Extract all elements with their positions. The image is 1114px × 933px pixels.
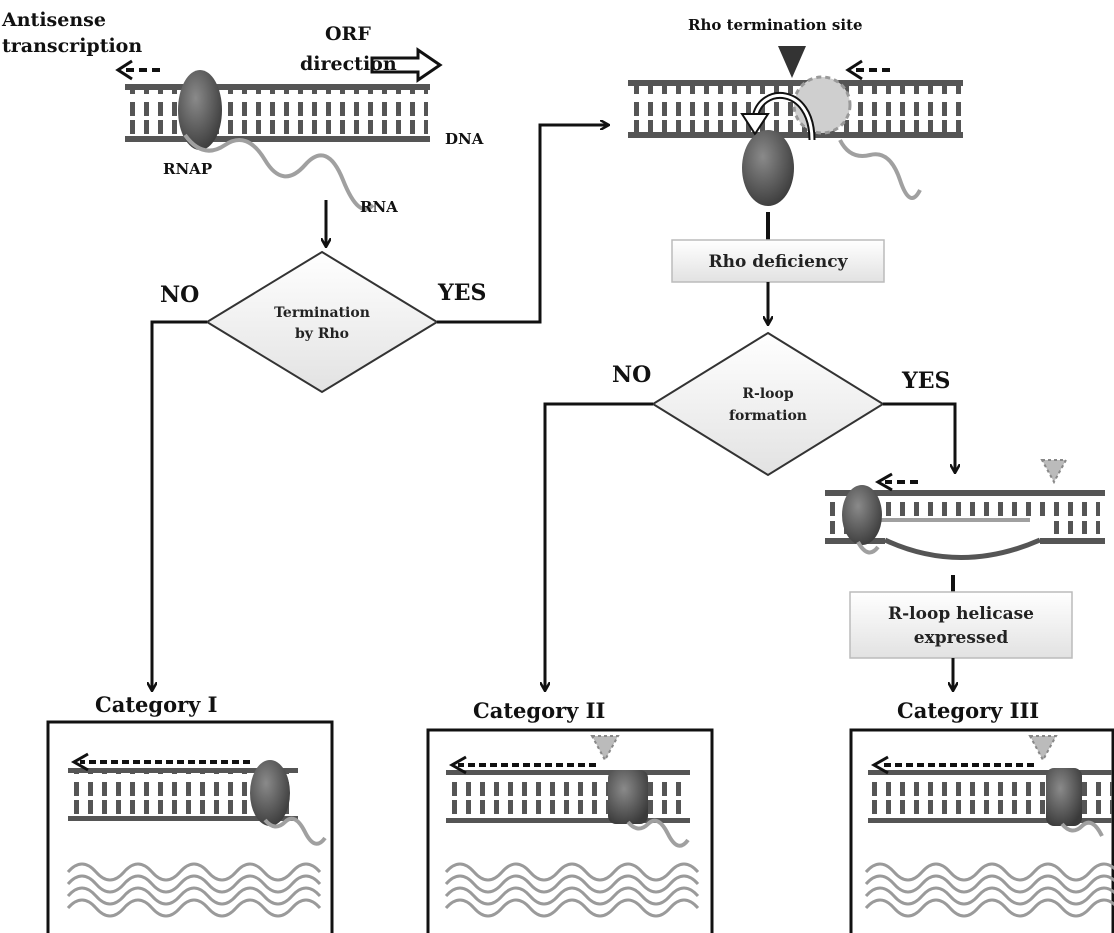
- rna-strand-2: [838, 139, 922, 200]
- rloop-decision-line2: formation: [729, 408, 807, 424]
- rloop-decision: [651, 331, 885, 477]
- helicase-label-line2: expressed: [914, 628, 1009, 648]
- antisense-dna-schematic: [115, 47, 443, 212]
- rnap-label: RNAP: [163, 160, 212, 178]
- antisense-label-line2: transcription: [2, 35, 142, 57]
- category-1-panel: [46, 720, 334, 933]
- orf-label-line1: ORF: [325, 23, 371, 45]
- category-1-title: Category I: [95, 692, 217, 717]
- rnap-ellipse: [178, 70, 222, 150]
- yes-path-rho-site: [437, 125, 608, 324]
- rloop-helicase-box: [849, 591, 1073, 659]
- rho-deficiency-box: [671, 239, 885, 283]
- yes-path-rloop: [883, 402, 955, 472]
- category-3-title: Category III: [897, 698, 1039, 723]
- rna-label: RNA: [360, 198, 398, 216]
- rho-site-label: Rho termination site: [688, 16, 863, 34]
- antisense-label-line1: Antisense: [1, 9, 106, 31]
- orf-direction-arrow: [370, 47, 443, 83]
- rnap-ellipse-2: [742, 130, 794, 206]
- yes-branch-2: YES: [901, 368, 950, 394]
- yes-branch-1: YES: [437, 280, 486, 306]
- rho-decision-line2: by Rho: [295, 326, 349, 342]
- no-path-category-2: [545, 402, 653, 690]
- category-2-panel: [426, 728, 714, 933]
- rho-deficiency-label: Rho deficiency: [708, 252, 848, 272]
- rho-decision-line1: Termination: [274, 305, 370, 321]
- no-branch-2: NO: [612, 362, 651, 388]
- dna-label: DNA: [445, 130, 484, 148]
- helicase-label-line1: R-loop helicase: [888, 604, 1034, 624]
- category-2-title: Category II: [473, 698, 605, 723]
- rho-site-schematic: [628, 46, 963, 206]
- rloop-schematic: [825, 459, 1105, 560]
- category-3-panel: [849, 728, 1114, 933]
- no-path-category-1: [152, 320, 207, 690]
- rna-strand: [183, 133, 375, 212]
- no-branch-1: NO: [160, 282, 199, 308]
- rloop-decision-line1: R-loop: [742, 386, 793, 402]
- orf-label-line2: direction: [300, 53, 397, 75]
- rho-termination-triangle: [778, 46, 806, 78]
- rho-termination-decision: [205, 250, 439, 394]
